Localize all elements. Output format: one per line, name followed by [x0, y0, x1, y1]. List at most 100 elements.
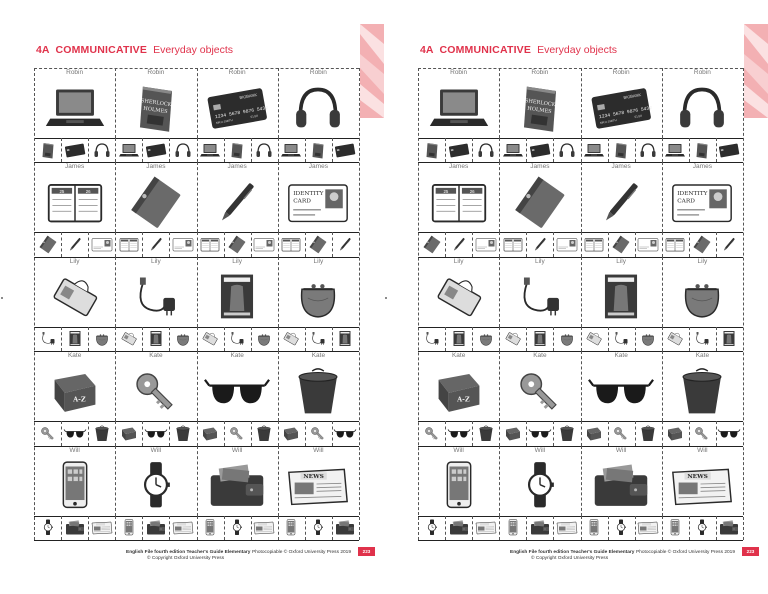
cut-line [115, 445, 117, 516]
card-owner-name: Robin [66, 69, 84, 76]
headphones-icon [252, 139, 276, 163]
card-owner-name: Lily [313, 257, 324, 265]
svg-text:SHERLOCK: SHERLOCK [524, 97, 555, 107]
bin-icon [278, 360, 359, 419]
watch-icon [690, 516, 714, 540]
bin-icon [171, 422, 195, 446]
wallet-icon [333, 516, 357, 540]
footer-photocopiable: Photocopiable © Oxford University Press … [252, 550, 351, 555]
cut-line [688, 232, 690, 257]
cut-line [715, 421, 717, 446]
cut-line [304, 326, 306, 352]
object-card: Kate [499, 351, 580, 421]
cut-line [277, 445, 279, 516]
object-card: Will [34, 446, 115, 516]
cut-line [88, 515, 90, 540]
cut-line [115, 351, 117, 422]
card-owner-name: James [146, 163, 166, 171]
card-owner-name: James [530, 163, 550, 171]
book-icon [420, 139, 444, 163]
newspaper-icon [171, 516, 195, 540]
credit-card-icon [144, 139, 168, 163]
svg-text:NEWS: NEWS [304, 474, 325, 480]
magazine-icon [63, 327, 87, 351]
cut-line [277, 351, 279, 422]
newspaper-icon: NEWS [278, 455, 359, 514]
sunglasses-icon [63, 422, 87, 446]
cut-line [472, 138, 474, 163]
svg-text:01/18: 01/18 [634, 113, 642, 118]
cut-line [142, 326, 144, 352]
watch-icon [115, 455, 196, 514]
cut-line [169, 421, 171, 446]
key-icon [690, 422, 714, 446]
cut-line [277, 68, 279, 138]
charger-icon [115, 266, 196, 325]
cut-line [661, 351, 663, 422]
credit-card-icon [717, 139, 741, 163]
cut-line [445, 326, 447, 352]
newspaper-icon [90, 516, 114, 540]
newspaper-icon [555, 516, 579, 540]
pen-icon [63, 233, 87, 257]
fold-mark [385, 297, 387, 299]
topic-title: Everyday objects [537, 44, 618, 56]
wallet-icon [581, 455, 662, 514]
phone-icon [582, 516, 606, 540]
cut-line [688, 421, 690, 446]
cut-line [553, 515, 555, 540]
card-owner-name: Lily [616, 257, 626, 265]
purse-icon [278, 266, 359, 325]
section-title: COMMUNICATIVE [55, 44, 148, 56]
svg-text:BIGBANK: BIGBANK [239, 92, 258, 100]
pen-icon [144, 233, 168, 257]
card-owner-name: Will [534, 446, 546, 454]
decorative-tab [360, 24, 384, 118]
folder-icon [420, 233, 444, 257]
cut-line [661, 138, 663, 163]
cut-line [607, 326, 609, 352]
cut-line [115, 256, 117, 327]
cut-line [445, 515, 447, 540]
object-card: Lily [499, 257, 580, 327]
credit-card-icon [63, 139, 87, 163]
cut-line [115, 515, 117, 540]
object-card: Lily [418, 257, 499, 327]
footer-book-title: English File fourth edition Teacher's Gu… [126, 550, 251, 555]
folder-icon [115, 171, 196, 230]
card-owner-name: Kate [230, 352, 244, 360]
id-card-icon [90, 233, 114, 257]
headphones-icon [636, 139, 660, 163]
wallet-icon [197, 455, 278, 514]
object-card: Kate [197, 351, 278, 421]
cut-line [634, 232, 636, 257]
tissues-icon [279, 327, 303, 351]
card-owner-name: Robin [147, 69, 165, 76]
cut-line [115, 421, 117, 446]
phone-icon [198, 516, 222, 540]
cut-line [115, 232, 117, 257]
object-card: Will [115, 446, 196, 516]
cut-line [634, 138, 636, 163]
svg-text:CARD: CARD [294, 198, 312, 204]
phone-icon [279, 516, 303, 540]
cut-line [196, 256, 198, 327]
cut-line [250, 515, 252, 540]
cut-line [196, 421, 198, 446]
section-title: COMMUNICATIVE [439, 44, 532, 56]
card-owner-name: Will [231, 446, 243, 454]
pen-icon [333, 233, 357, 257]
svg-text:IDENTITY: IDENTITY [294, 191, 324, 197]
object-card: James [581, 162, 662, 232]
cut-line [580, 445, 582, 516]
cut-line [277, 421, 279, 446]
key-icon [36, 422, 60, 446]
card-owner-name: Lily [453, 257, 464, 265]
cut-line [223, 421, 225, 446]
watch-icon [306, 516, 330, 540]
id-card-icon [555, 233, 579, 257]
